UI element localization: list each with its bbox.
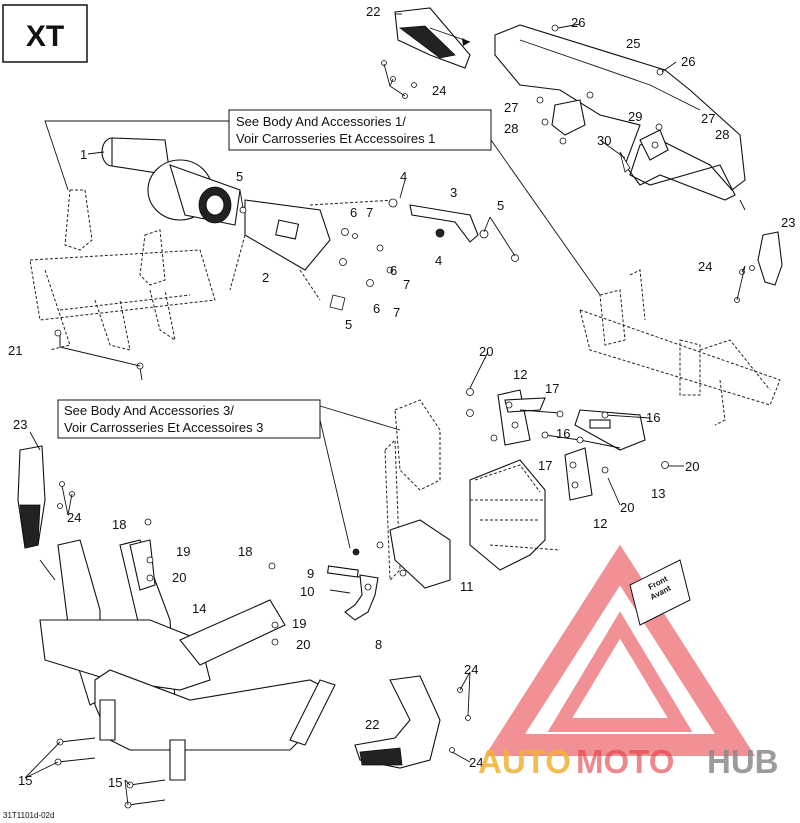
part-label: 27: [504, 100, 518, 115]
part-label: 20: [479, 344, 493, 359]
watermark-moto: MOTO: [576, 743, 674, 780]
part-label: 23: [781, 215, 795, 230]
part-label: 24: [698, 259, 712, 274]
mount-bracket-upper: [466, 388, 546, 446]
part-label: 20: [296, 637, 310, 652]
part-label: 1: [80, 147, 87, 162]
part-label: 27: [701, 111, 715, 126]
part-label: 24: [67, 510, 81, 525]
part-label: 24: [432, 83, 446, 98]
part-label: 24: [464, 662, 478, 677]
model-badge: XT: [2, 4, 88, 63]
leader-line: [319, 405, 401, 431]
part-label: 19: [176, 544, 190, 559]
part-label: 3: [450, 185, 457, 200]
part-label: 23: [13, 417, 27, 432]
part-label: 12: [513, 367, 527, 382]
part-label: 24: [469, 755, 483, 770]
label-leaders: [24, 13, 746, 806]
part-label: 15: [108, 775, 122, 790]
part-label: 2: [262, 270, 269, 285]
leader-line: [490, 139, 601, 296]
part-label: 29: [628, 109, 642, 124]
rear-bumper: [494, 24, 746, 201]
leader-line: [229, 234, 321, 301]
watermark-auto: AUTO: [478, 743, 571, 780]
handle-bottom: [354, 675, 471, 769]
part-label: 20: [172, 570, 186, 585]
bolts: [519, 409, 651, 449]
part-label: 7: [366, 205, 373, 220]
part-label: 21: [8, 343, 22, 358]
bracket: [409, 204, 479, 243]
handle-right: [734, 199, 783, 303]
part-label: 16: [646, 410, 660, 425]
part-label: 17: [538, 458, 552, 473]
part-label: 26: [681, 54, 695, 69]
callout-3-line2: Voir Carrosseries Et Accessoires 3: [64, 420, 263, 435]
part-label: 14: [192, 601, 206, 616]
model-badge-text: XT: [26, 20, 64, 53]
part-label: 28: [504, 121, 518, 136]
tow-hook: [326, 565, 379, 621]
frame-front-upper: [29, 189, 216, 351]
part-label: 30: [597, 133, 611, 148]
part-label: 7: [393, 305, 400, 320]
hardware-set: [54, 198, 519, 381]
part-label: 18: [238, 544, 252, 559]
leader-line: [44, 120, 229, 191]
frame-front-lower: [384, 399, 561, 582]
part-label: 7: [403, 277, 410, 292]
part-label: 5: [497, 198, 504, 213]
part-label: 19: [292, 616, 306, 631]
callout-body-accessories-3[interactable]: See Body And Accessories 3/ Voir Carross…: [57, 399, 321, 439]
part-label: 22: [365, 717, 379, 732]
part-label: 11: [460, 579, 474, 594]
winch: [101, 137, 241, 226]
part-label: 20: [620, 500, 634, 515]
part-label: 5: [345, 317, 352, 332]
part-label: 22: [366, 4, 380, 19]
front-direction-tag: Front Avant: [629, 559, 691, 626]
part-label: 15: [18, 773, 32, 788]
callout-3-line1: See Body And Accessories 3/: [64, 403, 234, 418]
part-label: 6: [373, 301, 380, 316]
part-label: 20: [685, 459, 699, 474]
callout-1-line2: Voir Carrosseries Et Accessoires 1: [236, 131, 435, 146]
front-bumper: [39, 518, 336, 781]
mount-bracket-lower: [564, 409, 669, 501]
handle-top: [381, 7, 471, 99]
hook-receiver: [352, 519, 451, 589]
callout-1-line1: See Body And Accessories 1/: [236, 114, 406, 129]
part-label: 9: [307, 566, 314, 581]
part-label: 25: [626, 36, 640, 51]
part-labels: 1 2 3 4 4 5 5 5 6 6 7 7 7 6 8 9 10 11 12…: [8, 4, 795, 790]
watermark-text: AUTO MOTO HUB: [478, 743, 779, 780]
part-label: 6: [350, 205, 357, 220]
callout-body-accessories-1[interactable]: See Body And Accessories 1/ Voir Carross…: [228, 109, 492, 151]
part-label: 6: [390, 263, 397, 278]
watermark-logo: [484, 544, 756, 756]
part-label: 16: [556, 426, 570, 441]
part-label: 5: [236, 169, 243, 184]
part-label: 12: [593, 516, 607, 531]
part-label: 8: [375, 637, 382, 652]
frame-rear: [579, 269, 781, 426]
handle-left: [17, 445, 75, 581]
leader-line: [309, 199, 396, 206]
watermark-hub: HUB: [707, 743, 779, 780]
part-label: 18: [112, 517, 126, 532]
winch-plate: [244, 199, 331, 271]
leader-line: [319, 419, 351, 549]
part-label: 13: [651, 486, 665, 501]
part-label: 10: [300, 584, 314, 599]
part-label: 26: [571, 15, 585, 30]
part-label: 17: [545, 381, 559, 396]
part-label: 28: [715, 127, 729, 142]
part-label: 4: [435, 253, 442, 268]
diagram-code: 31T1101d-02d: [3, 811, 54, 820]
part-label: 4: [400, 169, 407, 184]
